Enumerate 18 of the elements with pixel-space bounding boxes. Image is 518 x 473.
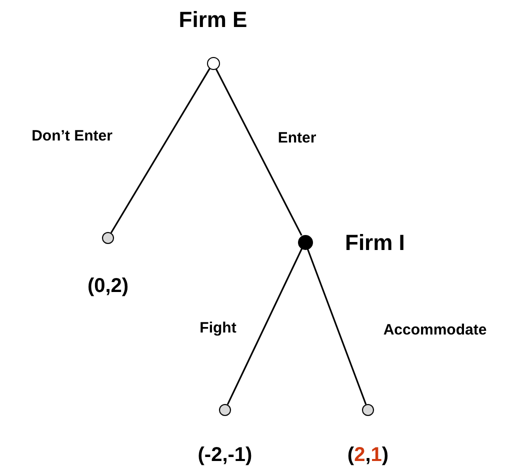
payoff-label: (2,1) <box>347 445 389 465</box>
edge-label: Enter <box>278 130 316 146</box>
player-label: Firm I <box>345 232 405 254</box>
branch-line <box>306 248 367 405</box>
decision-node-circle <box>102 232 114 244</box>
decision-node-circle <box>206 56 220 70</box>
player-label: Firm E <box>178 9 248 31</box>
edge-label: Accommodate <box>383 322 487 338</box>
payoff-label: (0,2) <box>87 276 129 296</box>
edge-label: Fight <box>200 320 236 336</box>
decision-node-circle <box>219 404 231 416</box>
decision-node-circle <box>362 404 374 416</box>
edge-label: Don’t Enter <box>32 128 112 144</box>
branch-line <box>110 68 210 234</box>
branch-line <box>215 68 302 236</box>
decision-node-circle <box>298 234 312 250</box>
payoff-label: (-2,-1) <box>198 445 252 465</box>
branch-line <box>226 248 302 405</box>
